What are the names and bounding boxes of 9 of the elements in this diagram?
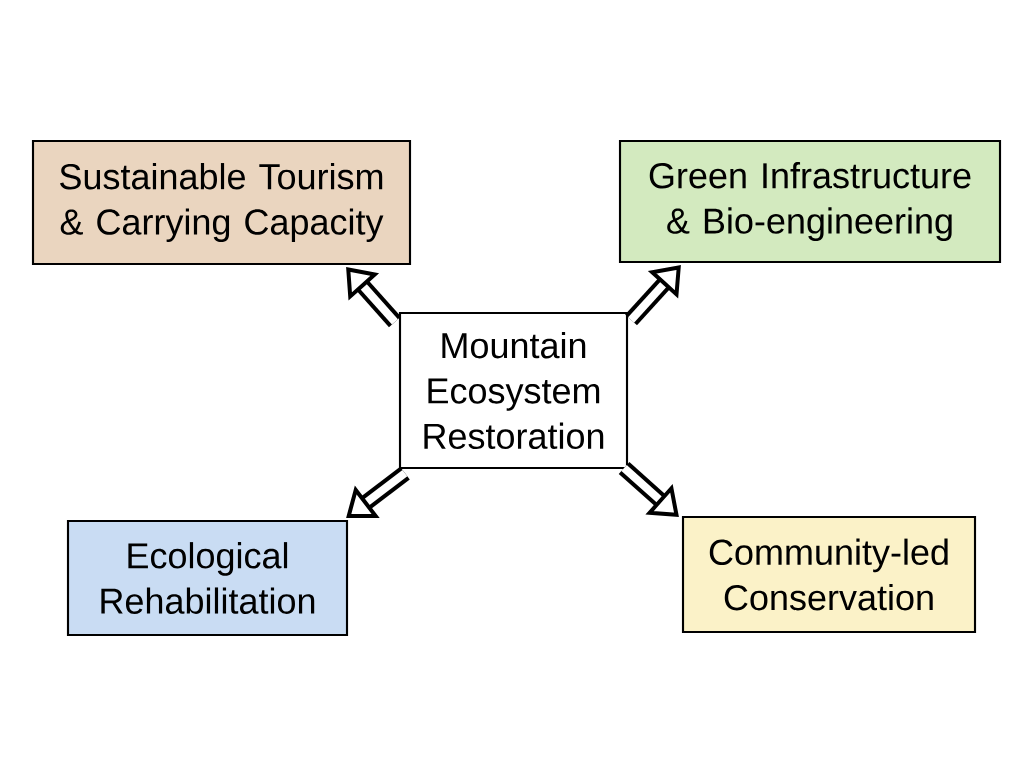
process-box: Green Infrastructure & Bio-engineering (618, 139, 1002, 264)
process-box: Community-led Conservation (681, 515, 977, 634)
process-box: Sustainable Tourism & Carrying Capacity (31, 139, 412, 266)
process-box: Ecological Rehabilitation (66, 519, 349, 637)
arrow (618, 462, 679, 517)
arrow (625, 265, 681, 326)
process-box: Mountain Ecosystem Restoration (398, 311, 629, 470)
arrow (346, 466, 410, 519)
arrow (346, 267, 401, 328)
